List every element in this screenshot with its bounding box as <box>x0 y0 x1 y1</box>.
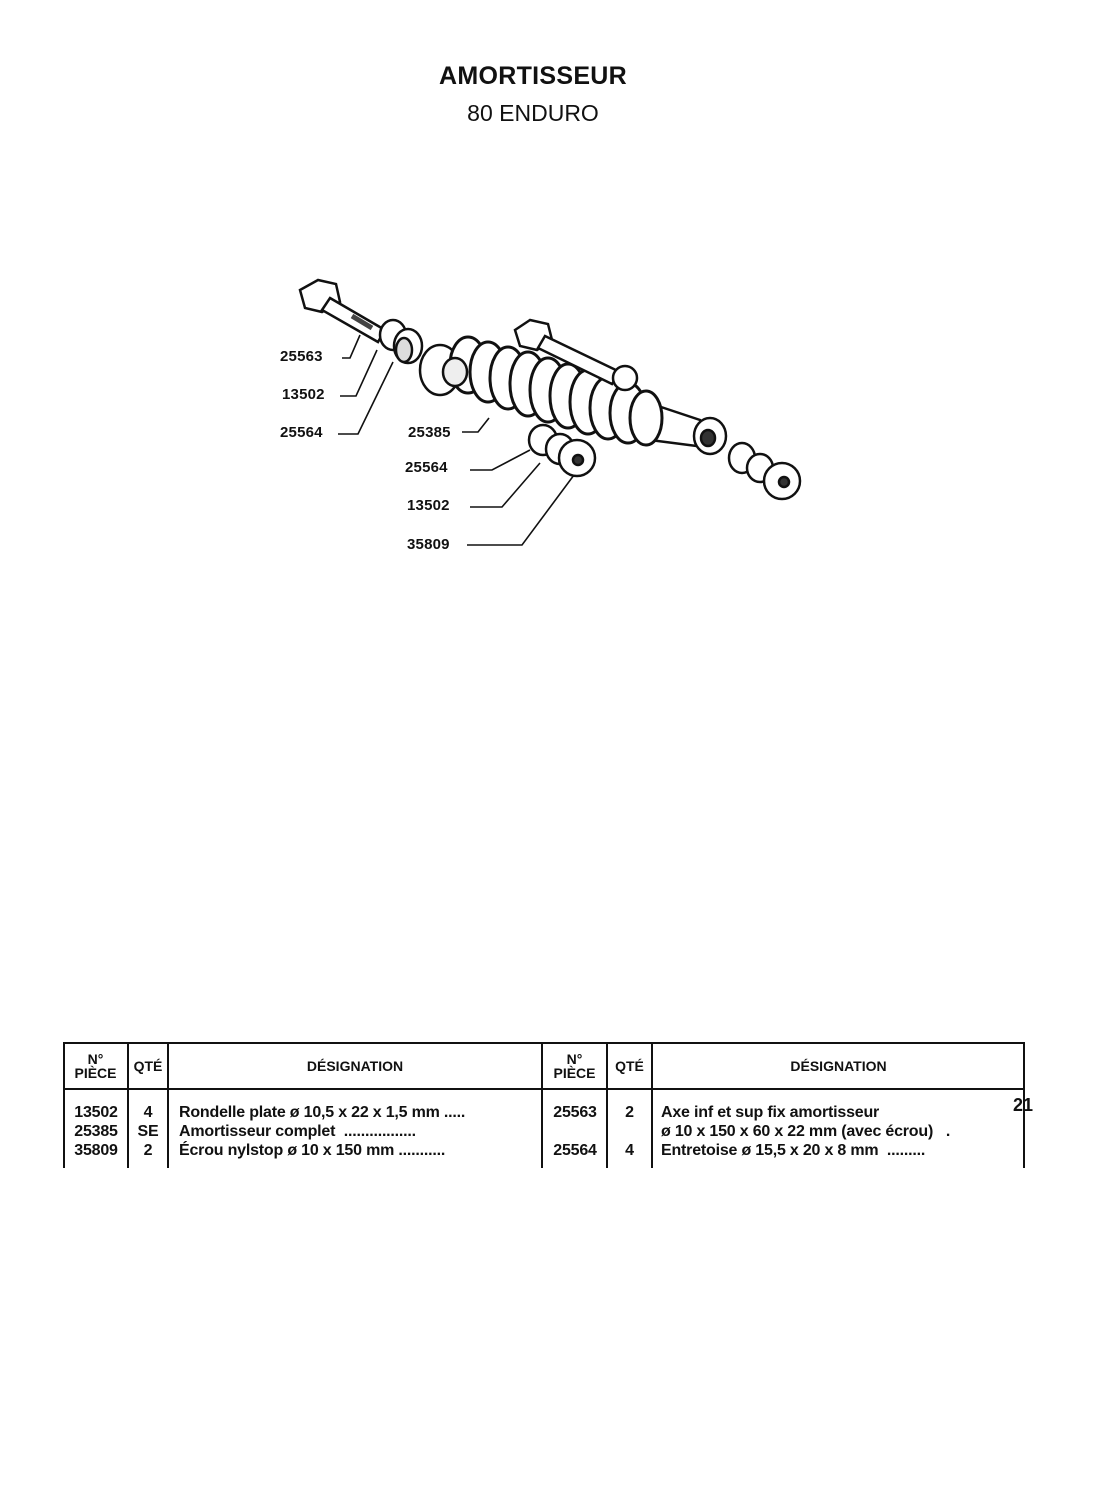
right-row-1-part-no: 25563 <box>553 1104 597 1121</box>
column-divider <box>1023 1044 1025 1168</box>
nut-washer-group <box>527 423 597 478</box>
callout-25564: 25564 <box>280 424 323 441</box>
left-row-1-qty: 4 <box>143 1104 153 1121</box>
header-qty-right: QTÉ <box>607 1044 652 1090</box>
callout-25563: 25563 <box>280 348 323 365</box>
header-part-no: N° PIÈCE <box>63 1044 128 1090</box>
column-divider <box>651 1044 653 1168</box>
left-row-2-qty: SE <box>137 1123 159 1140</box>
right-row-1-designation: Axe inf et sup fix amortisseur <box>661 1104 880 1121</box>
right-row-2-designation: Entretoise ø 15,5 x 20 x 8 mm ......... <box>661 1142 926 1159</box>
header-part-no-line2: PIÈCE <box>553 1065 596 1081</box>
washer-spacer-left <box>378 318 424 365</box>
bolt-lower <box>513 318 639 392</box>
column-divider <box>63 1044 65 1168</box>
left-row-3-qty: 2 <box>143 1142 153 1159</box>
callout-13502: 13502 <box>282 386 325 403</box>
left-row-3-designation: Écrou nylstop ø 10 x 150 mm ........... <box>179 1142 446 1159</box>
right-row-1-designation-cont: ø 10 x 150 x 60 x 22 mm (avec écrou) . <box>661 1123 951 1140</box>
callout-25385: 25385 <box>408 424 451 441</box>
left-row-2-part-no: 25385 <box>74 1123 118 1140</box>
right-row-2-qty: 4 <box>625 1142 634 1159</box>
callout-35809: 35809 <box>407 536 450 553</box>
page-title: AMORTISSEUR <box>438 62 628 90</box>
left-row-2-designation: Amortisseur complet ................. <box>179 1123 416 1140</box>
left-row-1-designation: Rondelle plate ø 10,5 x 22 x 1,5 mm ....… <box>179 1104 466 1121</box>
callout-13502: 13502 <box>407 497 450 514</box>
header-designation: DÉSIGNATION <box>168 1044 542 1090</box>
column-divider <box>541 1044 543 1168</box>
header-part-no-line1: N° <box>87 1051 104 1067</box>
header-designation-right: DÉSIGNATION <box>652 1044 1025 1090</box>
parts-table: N° PIÈCE QTÉ DÉSIGNATION N° PIÈCE QTÉ DÉ… <box>63 1042 1025 1168</box>
left-row-1-part-no: 13502 <box>74 1104 118 1121</box>
page-number: 21 <box>1012 1095 1033 1115</box>
callout-25564: 25564 <box>405 459 448 476</box>
page-subtitle: 80 ENDURO <box>467 100 599 126</box>
bolt-upper <box>298 278 387 344</box>
header-part-no-right: N° PIÈCE <box>542 1044 607 1090</box>
header-qty: QTÉ <box>128 1044 168 1090</box>
nut-washer-group-right <box>727 441 802 501</box>
right-row-2-part-no: 25564 <box>553 1142 597 1159</box>
shock-absorber <box>418 335 728 456</box>
column-divider <box>606 1044 608 1168</box>
header-part-no-line2: PIÈCE <box>74 1065 117 1081</box>
right-row-1-qty: 2 <box>625 1104 634 1121</box>
header-part-no-line1: N° <box>566 1051 583 1067</box>
shock-absorber-exploded-diagram <box>298 278 802 546</box>
left-row-3-part-no: 35809 <box>74 1142 118 1159</box>
leader-lines <box>338 334 575 546</box>
column-divider <box>127 1044 129 1168</box>
column-divider <box>167 1044 169 1168</box>
